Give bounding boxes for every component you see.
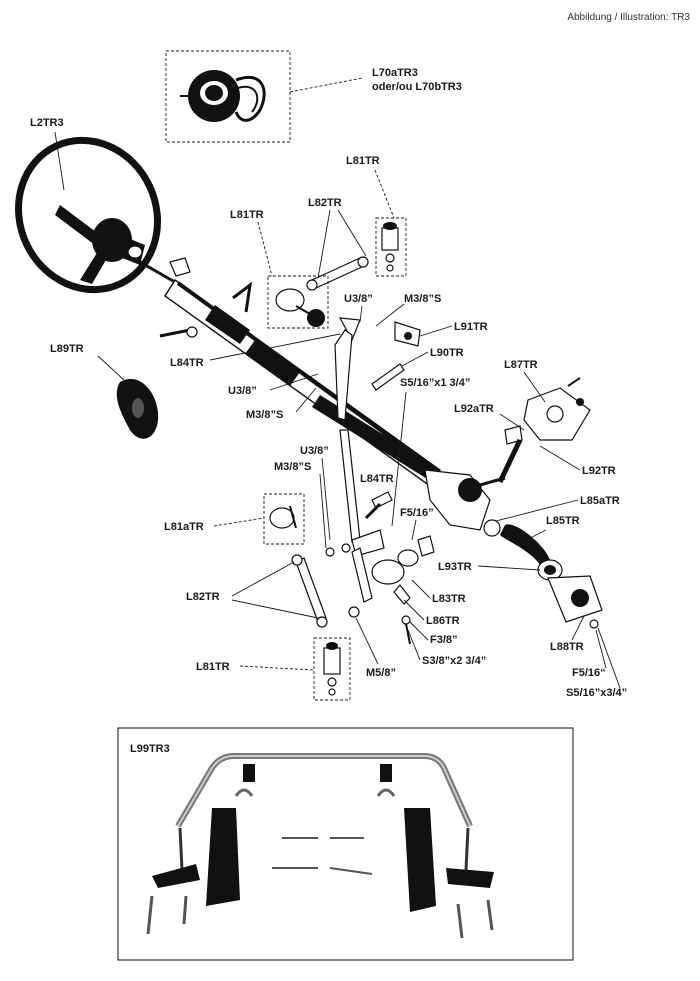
callout-L86TR: L86TR	[426, 615, 460, 627]
callout-L2TR3: L2TR3	[30, 117, 64, 129]
ball-joint-mid-part	[275, 288, 325, 327]
steering-wheel-part	[15, 136, 161, 294]
callout-L81TR-low: L81TR	[196, 661, 230, 673]
callout-L85aTR: L85aTR	[580, 495, 620, 507]
callout-M38S-mid: M3/8”S	[246, 409, 283, 421]
callout-L84TR-low: L84TR	[360, 473, 394, 485]
horn-push-part	[165, 50, 291, 143]
callout-F516-low: F5/16“	[572, 667, 606, 679]
callout-L92TR: L92TR	[582, 465, 616, 477]
anti-roll-bar-part	[146, 753, 494, 939]
callout-L90TR: L90TR	[430, 347, 464, 359]
callout-L89TR: L89TR	[50, 343, 84, 355]
callout-L91TR: L91TR	[454, 321, 488, 333]
ball-joint-low-part	[323, 642, 341, 696]
idler-arm-part	[334, 329, 405, 421]
track-rod-lower-part	[291, 554, 328, 628]
callout-S38-234: S3/8”x2 3/4”	[422, 655, 486, 667]
gear-knob-part	[116, 378, 159, 439]
steering-column-part	[139, 260, 506, 531]
callout-L88TR: L88TR	[550, 641, 584, 653]
horn-push-dashed-box	[165, 50, 291, 143]
callout-L70bTR3: oder/ou L70bTR3	[372, 81, 462, 93]
idler-bracket-part	[338, 317, 421, 347]
drop-arm-lower-part	[325, 429, 385, 557]
callout-F38: F3/8”	[430, 634, 458, 646]
callout-S516-134: S5/16”x1 3/4”	[400, 377, 470, 389]
callout-S516-34: S5/16”x3/4”	[566, 687, 627, 699]
anti-roll-bar-inset	[117, 727, 574, 961]
callout-F516-mid: F5/16”	[400, 507, 434, 519]
nut-M58-part	[348, 547, 373, 618]
drop-arm-flange-part	[497, 377, 591, 484]
callout-L83TR: L83TR	[432, 593, 466, 605]
illustration-header: Abbildung / Illustration: TR3	[567, 12, 690, 23]
callout-M38S-low: M3/8”S	[274, 461, 311, 473]
callout-L93TR: L93TR	[438, 561, 472, 573]
rocker-shaft-part	[371, 535, 435, 605]
callout-L99TR3: L99TR3	[130, 743, 170, 755]
callout-U38-top: U3/8”	[344, 293, 373, 305]
callout-L81aTR: L81aTR	[164, 521, 204, 533]
small-parts-left	[159, 257, 253, 338]
ball-joint-L81aTR-part	[269, 505, 297, 529]
bolt-L84TR-part	[364, 491, 393, 520]
callout-M38S-top: M3/8”S	[404, 293, 441, 305]
steering-box-internals-part	[483, 519, 603, 629]
callout-L70aTR3: L70aTR3	[372, 67, 418, 79]
track-rod-top-part	[306, 256, 369, 291]
callout-L85TR: L85TR	[546, 515, 580, 527]
callout-L87TR: L87TR	[504, 359, 538, 371]
callout-L81TR-mid: L81TR	[230, 209, 264, 221]
ball-joint-top-part	[381, 222, 399, 272]
callout-L84TR-top: L84TR	[170, 357, 204, 369]
callout-L82TR-top: L82TR	[308, 197, 342, 209]
callout-L82TR-low: L82TR	[186, 591, 220, 603]
callout-M58: M5/8”	[366, 667, 396, 679]
callout-L81TR-top: L81TR	[346, 155, 380, 167]
callout-L92aTR: L92aTR	[454, 403, 494, 415]
callout-U38-low: U3/8”	[300, 445, 329, 457]
callout-U38-mid: U3/8”	[228, 385, 257, 397]
